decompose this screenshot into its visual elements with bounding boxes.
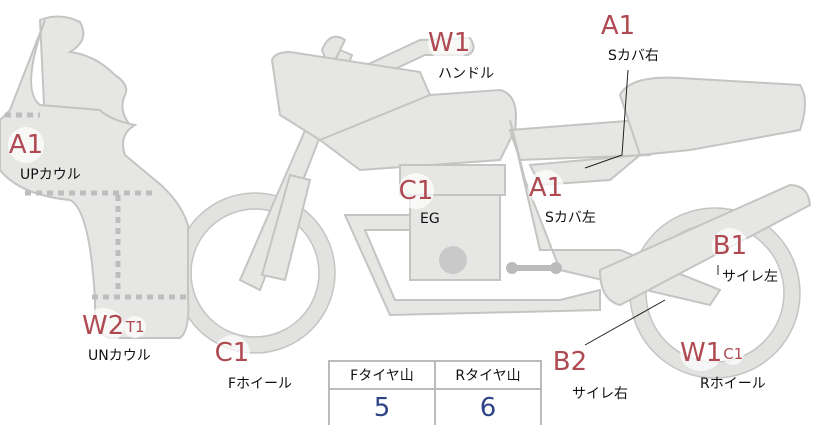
rear-tire-header: Rタイヤ山 xyxy=(434,360,542,390)
part-label-r-wheel: Rホイール xyxy=(700,376,766,392)
exhaust-pipe-shape xyxy=(343,214,601,317)
grade-badge-r-wheel: W1C1 xyxy=(680,335,745,371)
grade-badge-f-wheel: C1 xyxy=(214,335,250,371)
grade-badge-muffler-left: B1 xyxy=(712,228,748,264)
part-label-engine: EG xyxy=(420,211,440,227)
muffler-shape xyxy=(598,183,812,307)
grade-text: W1 xyxy=(428,25,471,61)
front-tire-value: 5 xyxy=(328,388,436,425)
grade-badge-engine: C1 xyxy=(398,173,434,209)
seat-shape xyxy=(508,118,652,162)
grade-badge-up-cowl: A1 xyxy=(8,127,44,163)
part-label-muffler-left: サイレ左 xyxy=(722,269,778,285)
part-label-s-cover-right: Sカバ右 xyxy=(608,48,659,64)
part-label-un-cowl: UNカウル xyxy=(88,348,151,364)
part-label-f-wheel: Fホイール xyxy=(228,376,293,392)
front-tire-header: Fタイヤ山 xyxy=(328,360,436,390)
grade-badge-muffler-right: B2 xyxy=(552,344,588,380)
grade-text: W1 xyxy=(680,335,723,371)
part-label-up-cowl: UPカウル xyxy=(20,167,81,183)
grade-text: A1 xyxy=(528,170,564,206)
part-label-muffler-right: サイレ右 xyxy=(572,386,628,402)
rear-seat-shape xyxy=(618,76,806,157)
grade-badge-handle: W1 xyxy=(428,25,471,61)
cowl-shape xyxy=(0,19,190,339)
sub-grade-badge: C1 xyxy=(722,342,745,365)
upper-cowl-top-shape xyxy=(38,15,133,126)
grade-text: B1 xyxy=(712,228,748,264)
part-label-handle: ハンドル xyxy=(438,66,494,82)
grade-text: A1 xyxy=(8,127,44,163)
fork-lower-shape xyxy=(260,173,312,282)
engine-shape xyxy=(409,194,501,281)
grade-text: C1 xyxy=(398,173,434,209)
grade-text: W2 xyxy=(82,308,125,344)
sub-grade-badge: T1 xyxy=(124,315,147,338)
rear-tire-value: 6 xyxy=(434,388,542,425)
grade-text: A1 xyxy=(600,8,636,44)
grade-text: B2 xyxy=(552,344,588,380)
grade-badge-s-cover-right: A1 xyxy=(600,8,636,44)
grade-text: C1 xyxy=(214,335,250,371)
grade-badge-s-cover-left: A1 xyxy=(528,170,564,206)
part-label-s-cover-left: Sカバ左 xyxy=(545,210,596,226)
